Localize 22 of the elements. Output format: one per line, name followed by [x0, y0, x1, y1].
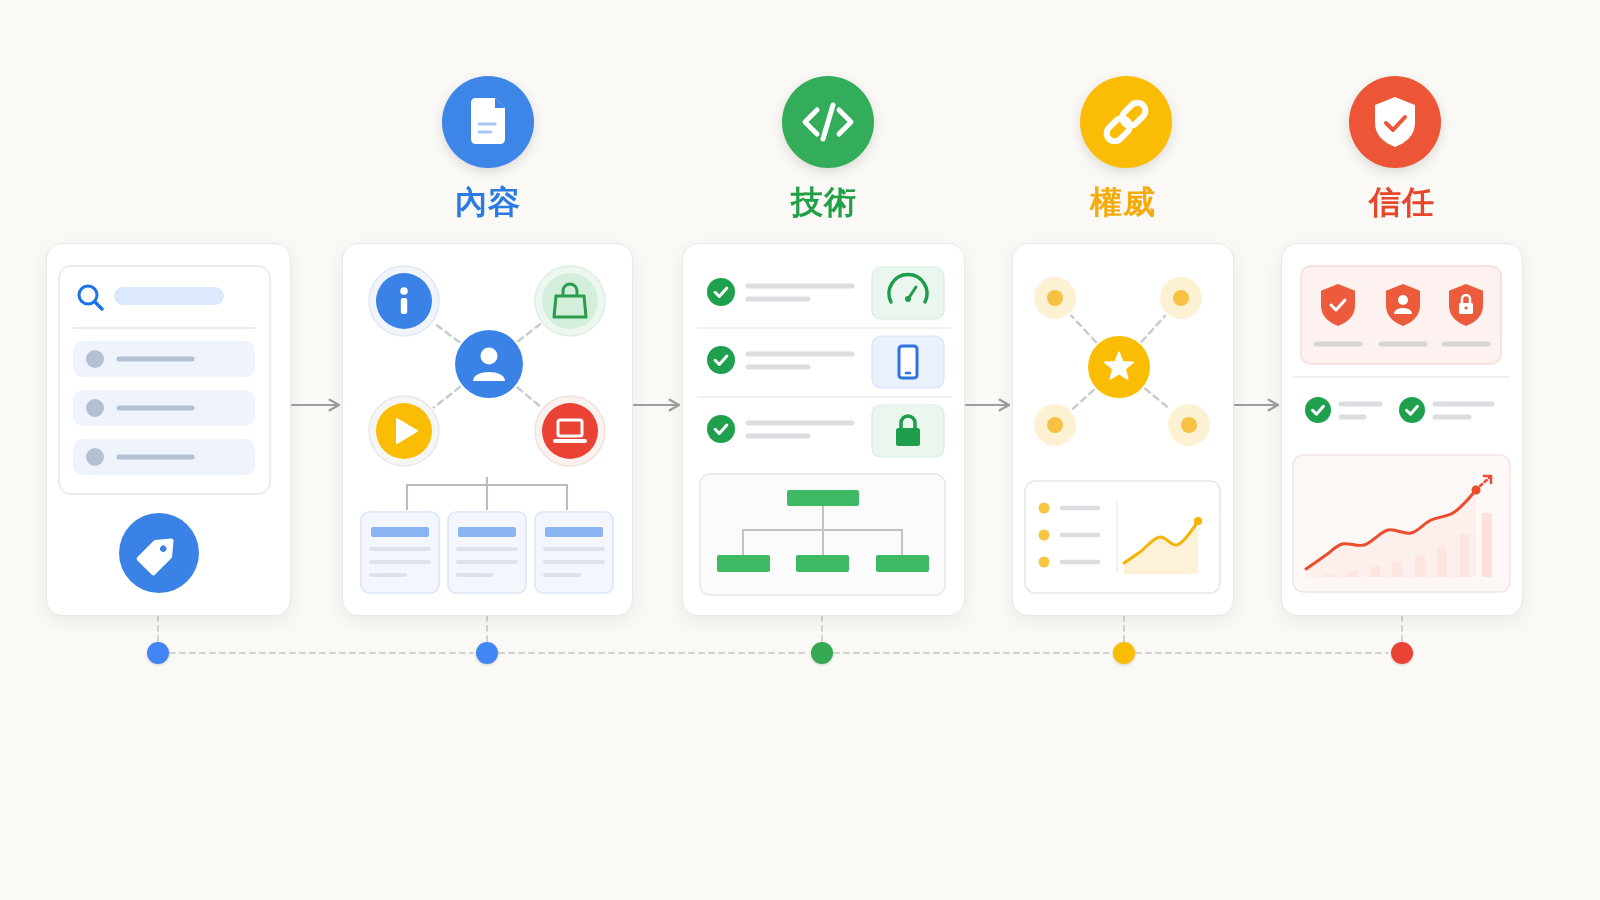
dashed-connector	[1123, 615, 1125, 643]
step-heading: 信任	[1369, 182, 1435, 222]
dashed-connector	[833, 652, 1111, 654]
timeline-dot	[147, 642, 169, 664]
timeline-dot	[811, 642, 833, 664]
arrow	[291, 398, 341, 412]
dashed-connector	[157, 615, 159, 643]
dashed-connector	[486, 615, 488, 643]
arrow	[965, 398, 1011, 412]
step-heading: 技術	[790, 182, 857, 222]
arrow	[1234, 398, 1280, 412]
dashed-connector	[1135, 652, 1389, 654]
dashed-connector	[169, 652, 474, 654]
step-card	[46, 243, 291, 616]
timeline-dot	[1113, 642, 1135, 664]
step-heading: 權威	[1090, 182, 1156, 222]
step-heading: 內容	[454, 182, 521, 222]
timeline-dot	[1391, 642, 1413, 664]
arrow	[633, 398, 681, 412]
dashed-connector	[1401, 615, 1403, 643]
dashed-connector	[821, 615, 823, 643]
timeline-dot	[476, 642, 498, 664]
